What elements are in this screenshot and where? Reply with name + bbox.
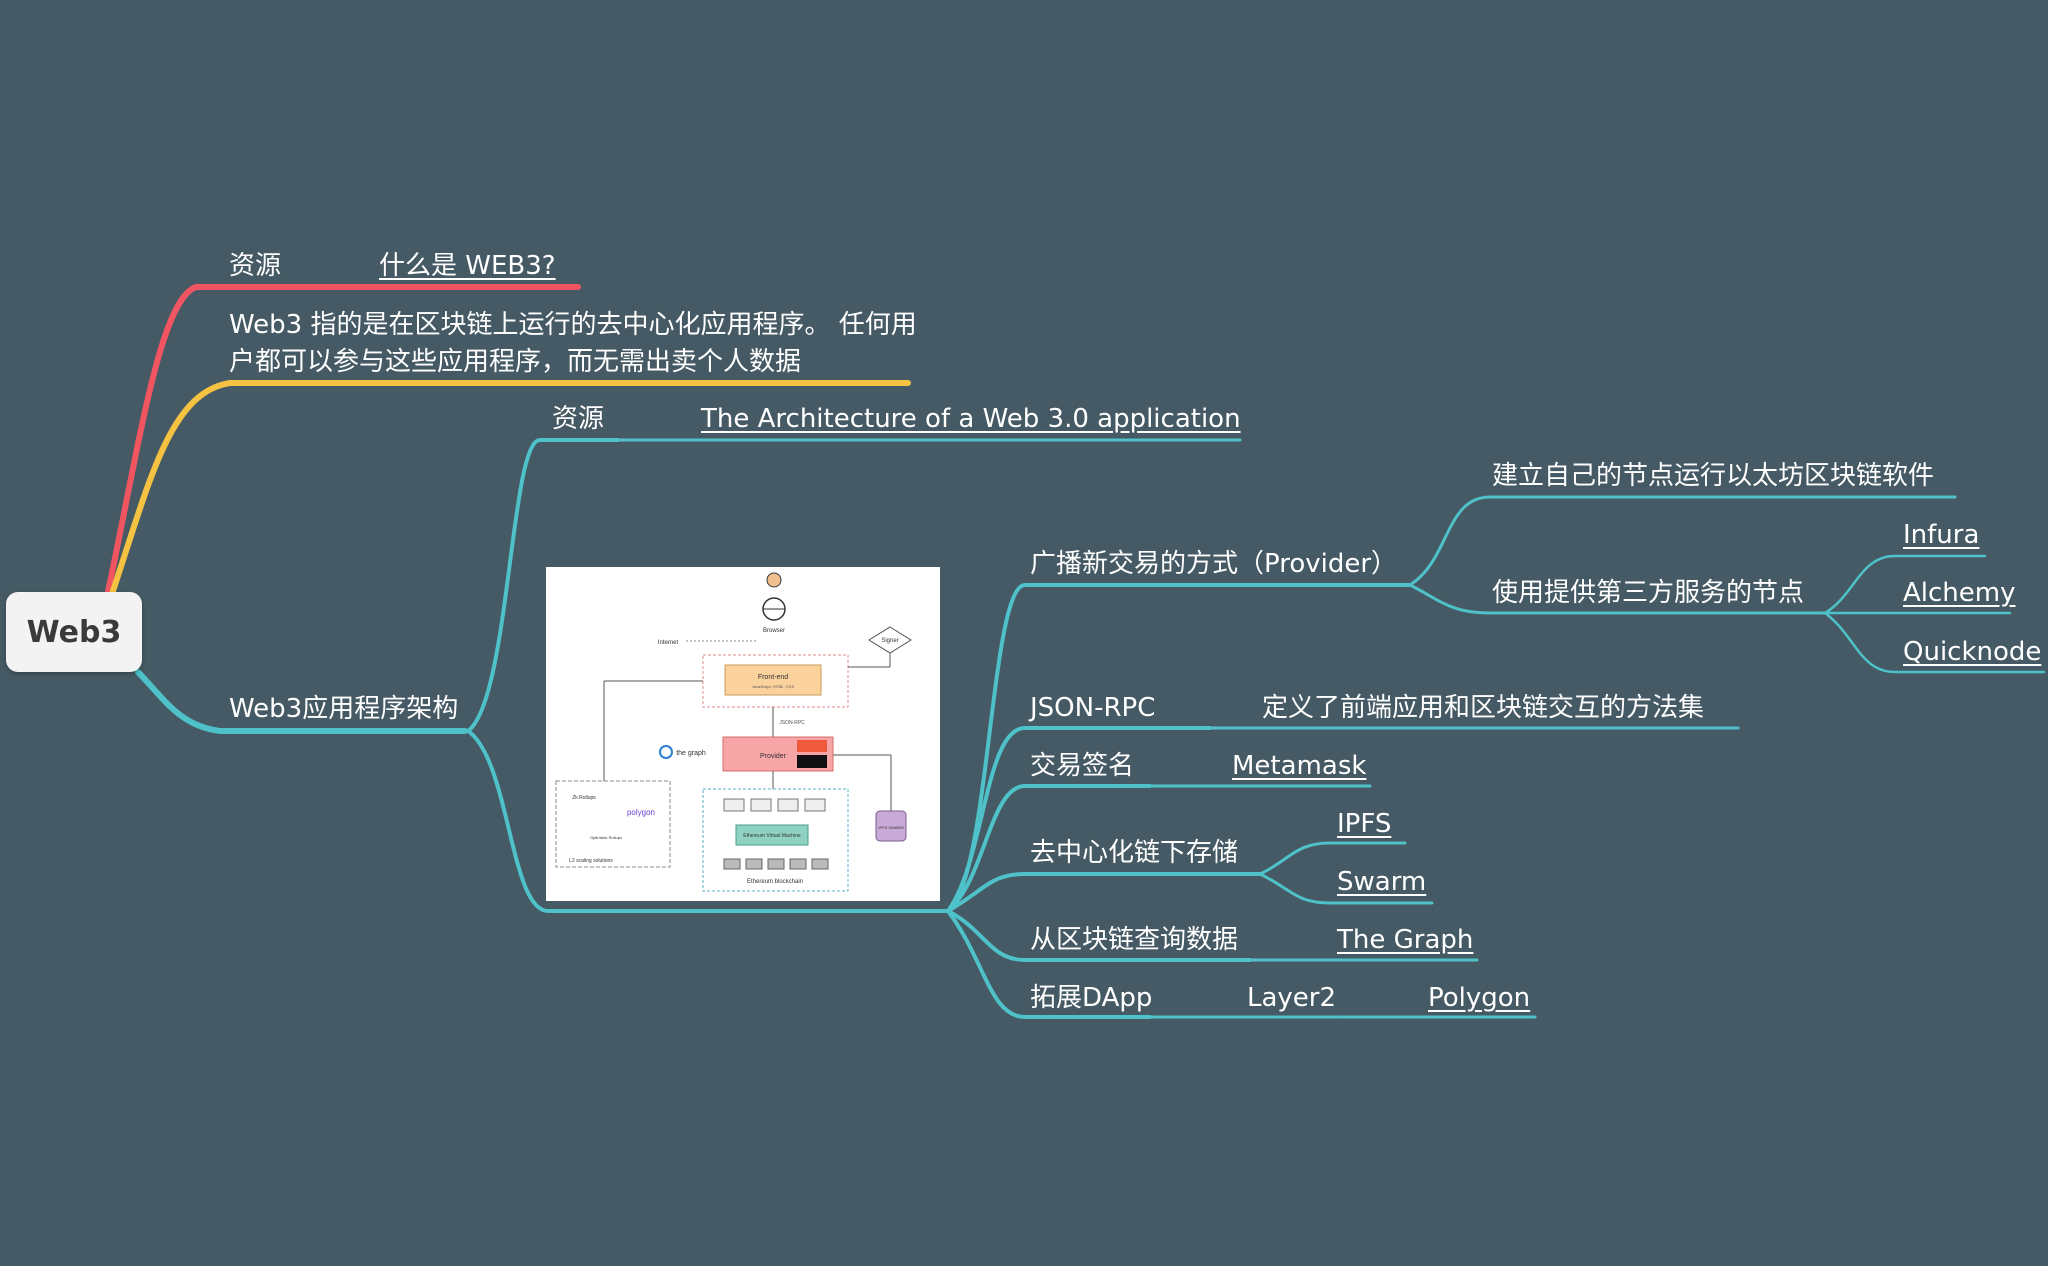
quicknode-link[interactable]: Quicknode: [1903, 637, 2042, 667]
what-is-web3-link[interactable]: 什么是 WEB3?: [379, 251, 556, 281]
diag-internet: Internet: [658, 640, 679, 646]
connector-arch-image: [466, 729, 950, 913]
diag-chain: Ethereum blockchain: [747, 879, 803, 885]
diag-ipfs: IPFS SWARM: [878, 825, 903, 830]
user-avatar-icon: [766, 572, 782, 588]
connector-scaling: [946, 909, 1152, 1019]
connector-root-resources: [105, 284, 581, 595]
resources-label[interactable]: 资源: [229, 251, 282, 281]
thegraph-logo-icon: [659, 745, 673, 759]
connector-ipfs: [1258, 841, 1407, 876]
root-node[interactable]: Web3: [6, 592, 142, 672]
connector-own-node: [1408, 495, 1957, 587]
web3-definition[interactable]: Web3 指的是在区块链上运行的去中心化应用程序。 任何用户都可以参与这些应用程…: [229, 310, 917, 377]
connector-infura: [1823, 554, 1987, 615]
jsonrpc-label[interactable]: JSON-RPC: [1030, 693, 1156, 723]
jsonrpc-desc[interactable]: 定义了前端应用和区块链交互的方法集: [1262, 693, 1705, 723]
diag-browser: Browser: [763, 628, 785, 634]
alchemy-link[interactable]: Alchemy: [1903, 578, 2016, 608]
connector-third-party: [1408, 583, 1827, 615]
connector-arch-resources: [466, 438, 620, 733]
storage-label[interactable]: 去中心化链下存储: [1030, 838, 1239, 868]
signing-label[interactable]: 交易签名: [1030, 751, 1135, 781]
connector-root-definition: [109, 380, 911, 597]
metamask-link[interactable]: Metamask: [1232, 751, 1367, 781]
connector-storage: [946, 872, 1262, 913]
diag-frontend: Front-end: [758, 674, 788, 681]
diag-optimistic: Optimistic Rollups: [590, 835, 622, 840]
architecture-diagram-image[interactable]: Browser Internet Signer Front-end JavaSc…: [546, 567, 940, 901]
ipfs-link[interactable]: IPFS: [1337, 809, 1392, 839]
diag-jsonrpc: JSON-RPC: [779, 720, 805, 726]
connector-swarm: [1258, 872, 1434, 905]
swarm-link[interactable]: Swarm: [1337, 867, 1427, 897]
architecture-label[interactable]: Web3应用程序架构: [229, 694, 459, 724]
layer2-label[interactable]: Layer2: [1247, 983, 1337, 1013]
evm-box: [735, 824, 809, 846]
connector-jsonrpc: [946, 726, 1212, 913]
thegraph-link[interactable]: The Graph: [1337, 925, 1474, 955]
diag-frontend-sub: JavaScript, HTML, CSS: [752, 684, 795, 689]
diag-signer: Signer: [881, 638, 898, 644]
architecture-diagram: Browser Internet Signer Front-end JavaSc…: [555, 572, 912, 892]
diag-graph: the graph: [676, 750, 706, 757]
diag-provider: Provider: [760, 753, 787, 760]
connector-signing: [946, 784, 1152, 913]
diag-evm: Ethereum Virtual Machine: [743, 833, 801, 839]
arch-resources-label[interactable]: 资源: [552, 404, 605, 434]
connector-root-architecture: [135, 669, 468, 734]
connector-quicknode: [1823, 611, 2046, 674]
third-party-node-label[interactable]: 使用提供第三方服务的节点: [1492, 578, 1805, 608]
architecture-article-link[interactable]: The Architecture of a Web 3.0 applicatio…: [701, 404, 1241, 434]
diag-polygon: polygon: [627, 808, 655, 817]
scaling-label[interactable]: 拓展DApp: [1030, 983, 1153, 1013]
diag-l2: L2 scaling solutions: [569, 858, 613, 864]
polygon-link[interactable]: Polygon: [1428, 983, 1531, 1013]
infura-link[interactable]: Infura: [1903, 520, 1980, 550]
query-label[interactable]: 从区块链查询数据: [1030, 925, 1239, 955]
provider-label[interactable]: 广播新交易的方式（Provider）: [1030, 549, 1398, 579]
frontend-box: [724, 664, 822, 696]
diag-zk: Zk Rollups: [572, 795, 596, 801]
root-label: Web3: [26, 614, 122, 650]
own-node-label[interactable]: 建立自己的节点运行以太坊区块链软件: [1492, 461, 1935, 491]
connector-query: [946, 909, 1252, 962]
